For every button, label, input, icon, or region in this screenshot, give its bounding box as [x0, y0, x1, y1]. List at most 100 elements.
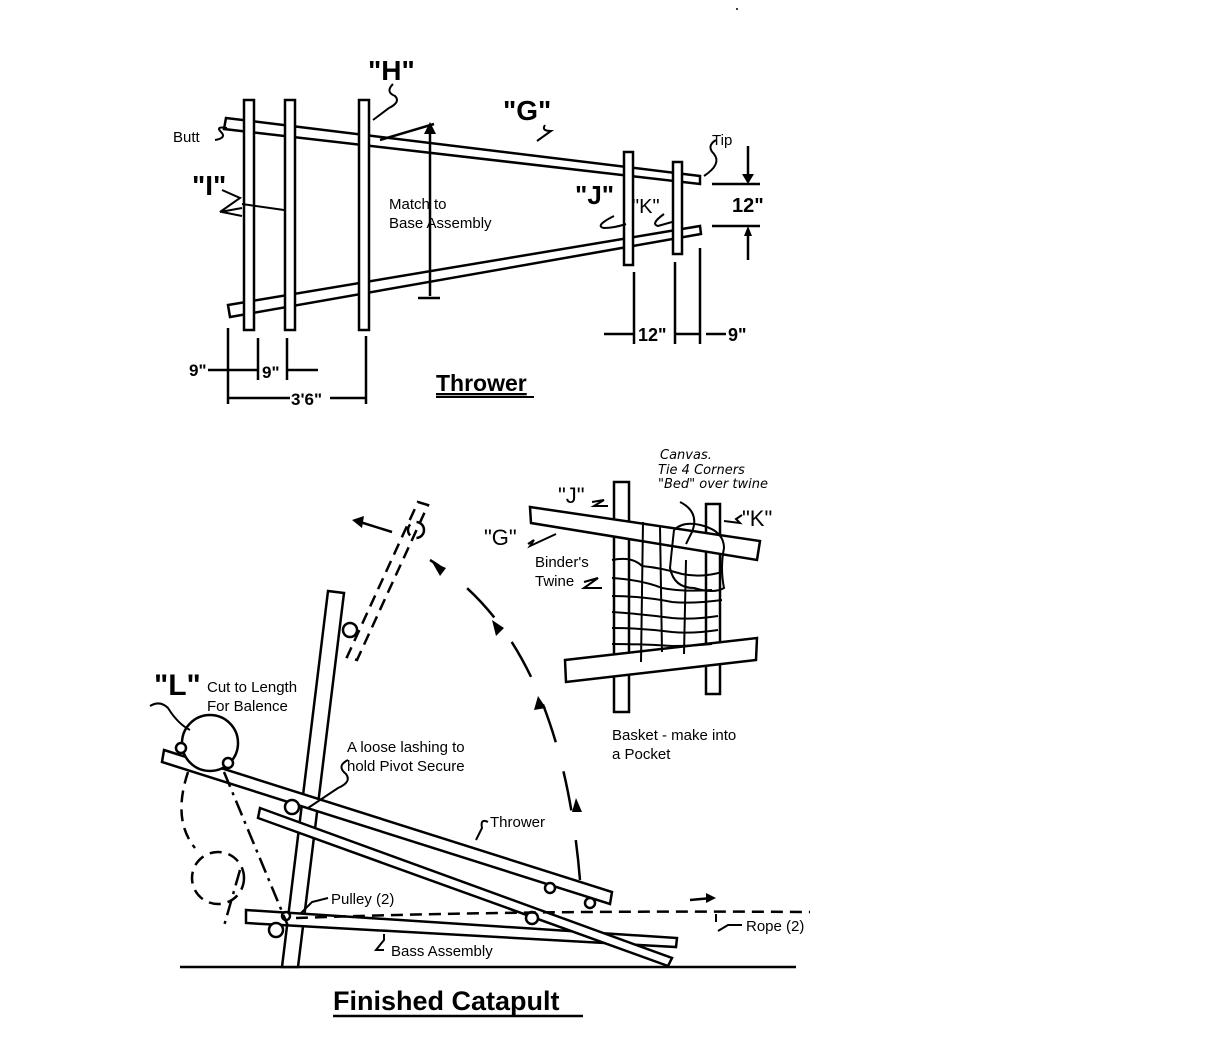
thrower-released-ghost [345, 500, 430, 662]
basket-peg-1 [543, 881, 557, 895]
thrower-title: Thrower [436, 370, 527, 396]
basket-released-ghost [406, 520, 426, 540]
canvas-pocket [668, 522, 726, 592]
dim-k-to-tip: 9" [728, 325, 747, 345]
stray-dot [736, 8, 738, 10]
dim-first-to-second: 9" [262, 363, 280, 382]
i-leader [219, 189, 285, 217]
label-i: "I" [192, 170, 226, 201]
basket-label-g: "G" [484, 525, 517, 550]
jk-dimension-lines [604, 248, 726, 344]
crosspiece-k [671, 160, 684, 256]
k-leader [654, 213, 673, 228]
j-leader [599, 215, 627, 230]
label-twine-line1: Binder's [535, 554, 589, 571]
label-h: "H" [368, 55, 415, 86]
match-dimension-line [379, 122, 440, 300]
left-dimension-lines [208, 328, 368, 404]
pole-g-upper [222, 116, 702, 186]
label-basket-line2: a Pocket [612, 746, 671, 763]
label-canvas-line2: Tie 4 Corners [658, 463, 745, 478]
label-canvas-line3: "Bed" over twine [658, 477, 768, 492]
dim-butt-to-first: 9" [189, 361, 207, 380]
pole-lower [226, 224, 703, 319]
label-cut-line1: Cut to Length [207, 679, 297, 696]
h-leader [372, 83, 398, 121]
label-tip: Tip [712, 132, 732, 149]
label-g: "G" [503, 95, 551, 126]
g-leader [536, 124, 555, 142]
lash-leader [307, 759, 349, 809]
upright-post [280, 589, 346, 969]
dim-butt-to-h: 3'6" [291, 390, 322, 409]
label-butt: Butt [173, 129, 201, 146]
counterweight-fall-arc [180, 771, 196, 849]
canvas-leader [679, 501, 696, 545]
top-peg [341, 621, 359, 639]
thrower-arm [160, 748, 614, 906]
basket-g-leader [527, 533, 557, 549]
release-arrow-head [352, 516, 364, 528]
tip-gap-arrow-bottom [744, 226, 752, 236]
label-basket-line1: Basket - make into [612, 727, 736, 744]
crosspiece-h [357, 98, 371, 332]
base-leader [373, 934, 385, 951]
rope-leader [715, 914, 742, 932]
label-lash-line1: A loose lashing to [347, 739, 465, 756]
label-twine-line2: Twine [535, 573, 574, 590]
rope-arrow-head [706, 893, 716, 903]
basket-diagram [527, 480, 762, 714]
twine-leader [580, 577, 602, 589]
match-arrow [424, 122, 436, 134]
base-assembly [244, 908, 679, 949]
thrower-ghost-line [222, 771, 290, 927]
basket-k-leader [723, 514, 743, 525]
thrower-diagram [208, 83, 760, 404]
tip-gap-arrow-top [742, 174, 754, 184]
l-leader [149, 702, 191, 731]
label-pulley: Pulley (2) [331, 891, 394, 908]
arc-arrow-3 [492, 620, 504, 636]
arc-arrow-2 [534, 696, 546, 710]
arc-arrow-4 [432, 562, 446, 576]
label-lash-line2: hold Pivot Secure [347, 758, 465, 775]
label-canvas-line1: Canvas. [660, 448, 712, 463]
thrower-arm-lower [256, 806, 674, 968]
pulley-leader [299, 897, 329, 915]
basket-peg-2 [583, 896, 597, 910]
catapult-title: Finished Catapult [333, 986, 560, 1016]
basket-label-j: "J" [558, 483, 585, 508]
counterweight-ghost [190, 850, 246, 906]
label-rope: Rope (2) [746, 918, 804, 935]
release-arrow-line [359, 520, 393, 534]
butt-leader [214, 126, 228, 141]
crosspiece-i-1 [242, 98, 256, 332]
catapult-diagram [149, 500, 811, 969]
crosspiece-i-2 [283, 98, 297, 332]
tip-gap-dimension [712, 146, 760, 260]
stop-peg-1 [174, 741, 188, 755]
crosspiece-j [622, 150, 635, 267]
basket-label-k: "K" [742, 506, 772, 531]
dim-tip-gap: 12" [732, 195, 764, 217]
label-k: "K" [632, 196, 660, 218]
label-cut-line2: For Balence [207, 698, 288, 715]
binders-twine [611, 521, 723, 663]
basket-j-leader [590, 499, 608, 507]
label-thrower: Thrower [490, 814, 545, 831]
pivot-peg [283, 798, 301, 816]
rope-line [295, 910, 811, 920]
dim-jk-spacing: 12" [638, 325, 667, 345]
tip-leader [703, 139, 718, 177]
thrower-label-leader [475, 819, 489, 841]
basket-pole-g-upper [528, 505, 762, 562]
stop-peg-2 [221, 756, 235, 770]
label-l: "L" [154, 669, 201, 702]
label-j: "J" [575, 180, 614, 210]
pulley-lower [267, 921, 285, 939]
arc-arrow-1 [572, 798, 582, 812]
label-match-line2: Base Assembly [389, 215, 492, 232]
label-base: Bass Assembly [391, 943, 493, 960]
label-match-line1: Match to [389, 196, 447, 213]
